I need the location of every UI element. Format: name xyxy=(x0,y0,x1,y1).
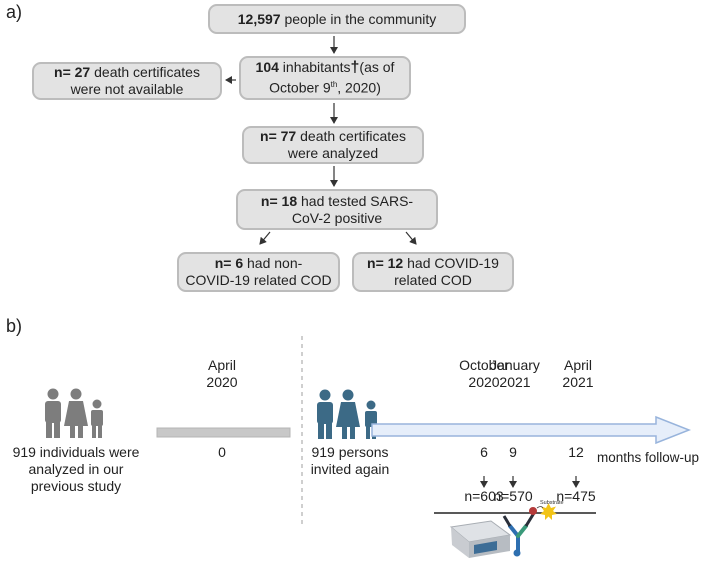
inhabitants-sup: th xyxy=(330,80,338,90)
analyzed-number: n= 77 xyxy=(260,128,297,144)
tested-positive-box: n= 18 had tested SARS- CoV-2 positive xyxy=(236,189,438,230)
follow-up-timeline-arrow xyxy=(371,415,692,445)
non-covid-cod-box: n= 6 had non- COVID-19 related COD xyxy=(177,252,340,292)
left-caption-line2: analyzed in our xyxy=(28,461,124,477)
inhabitants-as-of: (as of xyxy=(359,59,395,76)
analyzed-text-line2: were analyzed xyxy=(287,145,379,161)
inhabitants-text: inhabitants xyxy=(278,59,351,76)
lab-instrument-icon xyxy=(449,520,512,558)
timepoint-date-october: October 2020 xyxy=(434,357,534,391)
timepoint-month-9: 9 xyxy=(509,444,517,460)
covid-text: had COVID-19 xyxy=(403,255,499,271)
dagger-symbol: † xyxy=(350,59,360,77)
panel-b-label: b) xyxy=(6,316,23,336)
invite-caption-line1: 919 persons xyxy=(311,444,389,460)
baseline-date-month: April xyxy=(207,357,236,373)
invite-caption-line2: invited again xyxy=(310,461,390,477)
arrow-tested-to-non-covid xyxy=(259,231,271,245)
inhabitants-number: 104 xyxy=(255,59,279,76)
timepoint-date-january-year: 2021 xyxy=(499,374,531,390)
baseline-date: April 2020 xyxy=(182,357,262,391)
invite-caption: 919 persons invited again xyxy=(300,444,400,478)
panel-a-label: a) xyxy=(6,2,23,22)
timepoint-date-january-month: January xyxy=(490,357,540,373)
total-population-box: 12,597 people in the community xyxy=(208,4,466,34)
missing-number: n= 27 xyxy=(54,64,91,80)
covid-cod-box: n= 12 had COVID-19 related COD xyxy=(352,252,514,292)
timepoint-date-october-year: 2020 xyxy=(468,374,500,390)
inhabitants-year: , 2020) xyxy=(337,79,381,96)
analyzed-certificates-box: n= 77 death certificates were analyzed xyxy=(242,126,424,164)
timepoint-date-april-year: 2021 xyxy=(562,374,594,390)
non-covid-text-line2: COVID-19 related COD xyxy=(185,272,332,288)
substrate-label: Substrate xyxy=(540,500,564,506)
left-caption-line3: previous study xyxy=(30,478,122,494)
tested-text: had tested SARS- xyxy=(297,192,414,209)
antibody-icon xyxy=(502,503,557,557)
inhabitants-month: October 9 xyxy=(269,79,331,96)
covid-text-line2: related COD xyxy=(394,272,472,288)
timepoint-date-january: January 2021 xyxy=(480,357,550,391)
inhabitants-died-box: 104 inhabitants†(as of October 9th, 2020… xyxy=(239,56,411,100)
tested-number: n= 18 xyxy=(260,192,298,209)
timepoint-n-570: n=570 xyxy=(493,488,533,504)
non-covid-number: n= 6 xyxy=(214,255,244,271)
timepoint-date-october-month: October xyxy=(459,357,509,373)
left-caption-line1: 919 individuals were xyxy=(12,444,140,460)
total-number: 12,597 xyxy=(237,10,281,27)
blue-people-icon xyxy=(317,389,377,439)
timepoint-month-12: 12 xyxy=(568,444,584,460)
analyzed-text: death certificates xyxy=(296,128,406,144)
baseline-bar xyxy=(156,427,291,438)
grey-people-icon xyxy=(45,388,103,438)
timepoint-month-6: 6 xyxy=(480,444,488,460)
left-caption: 919 individuals were analyzed in our pre… xyxy=(0,444,152,495)
months-follow-up-label: months follow-up xyxy=(597,450,700,465)
baseline-month-value: 0 xyxy=(218,444,226,460)
covid-number: n= 12 xyxy=(367,255,404,271)
arrow-tested-to-covid xyxy=(405,231,417,245)
missing-certificates-box: n= 27 death certificates were not availa… xyxy=(32,62,222,100)
missing-text: death certificates xyxy=(90,64,200,80)
timepoint-n-603: n=603 xyxy=(464,488,504,504)
timepoint-n-475: n=475 xyxy=(556,488,596,504)
non-covid-text: had non- xyxy=(243,255,303,271)
tested-text-line2: CoV-2 positive xyxy=(291,209,383,226)
total-text: people in the community xyxy=(280,10,437,27)
missing-text-line2: were not available xyxy=(70,81,184,97)
baseline-date-year: 2020 xyxy=(206,374,238,390)
timepoint-date-april: April 2021 xyxy=(548,357,608,391)
timepoint-date-april-month: April xyxy=(563,357,592,373)
